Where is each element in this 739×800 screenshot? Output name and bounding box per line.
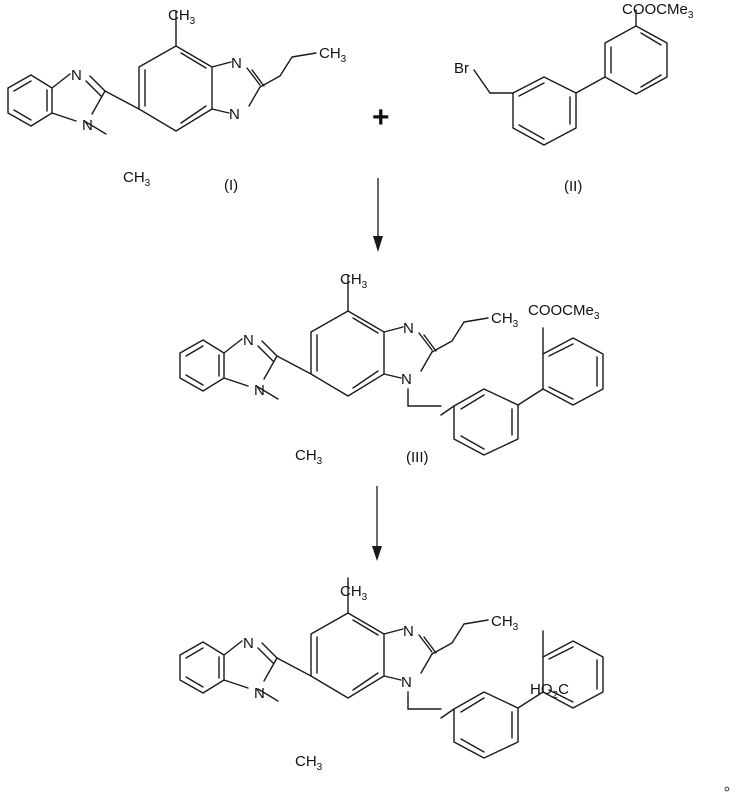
c1-n-bottom: N bbox=[229, 106, 240, 123]
c4-carboxylic-acid: HO2C bbox=[530, 681, 569, 701]
c4-n-bottom: N bbox=[401, 674, 412, 691]
c4-n-bzim: N bbox=[243, 635, 254, 652]
compound-iii: CH3 N N CH3 N N CH3 COOCMe3 (III) bbox=[179, 271, 604, 467]
c2-ester: COOCMe3 bbox=[622, 1, 694, 21]
c1-propyl-ch3: CH3 bbox=[319, 45, 347, 65]
compound-product: CH3 N N CH3 N N CH3 HO2C bbox=[179, 577, 604, 773]
c1-n-bzim: N bbox=[71, 67, 82, 84]
plus-sign: + bbox=[372, 101, 390, 134]
c3-methyl: CH3 bbox=[340, 271, 368, 291]
end-mark: 。 bbox=[724, 777, 739, 794]
compound-label-iii: (III) bbox=[406, 449, 429, 466]
c3-n-bottom: N bbox=[401, 371, 412, 388]
compound-label-ii: (II) bbox=[564, 178, 582, 195]
c4-propyl-ch3: CH3 bbox=[491, 613, 519, 633]
compound-ii: Br COOCMe3 (II) bbox=[454, 1, 694, 195]
c1-n-methyl: N bbox=[82, 117, 93, 134]
compound-label-i: (I) bbox=[224, 177, 238, 194]
c1-methyl: CH3 bbox=[168, 7, 196, 27]
c2-bromine: Br bbox=[454, 60, 469, 77]
reaction-arrow-2 bbox=[372, 486, 382, 561]
compound-i: CH3 N N CH3 N N CH3 (I) bbox=[7, 7, 347, 194]
c4-n-methyl-ch3: CH3 bbox=[295, 753, 323, 773]
reaction-arrow-1 bbox=[373, 178, 383, 252]
c3-n-methyl-ch3: CH3 bbox=[295, 447, 323, 467]
c3-n-top: N bbox=[403, 320, 414, 337]
c4-n-top: N bbox=[403, 623, 414, 640]
c4-methyl: CH3 bbox=[340, 583, 368, 603]
c1-n-top: N bbox=[231, 55, 242, 72]
c3-propyl-ch3: CH3 bbox=[491, 310, 519, 330]
c3-ester: COOCMe3 bbox=[528, 302, 600, 322]
c4-n-methyl: N bbox=[254, 685, 265, 702]
c1-n-methyl-ch3: CH3 bbox=[123, 169, 151, 189]
c3-n-methyl: N bbox=[254, 382, 265, 399]
c3-n-bzim: N bbox=[243, 332, 254, 349]
